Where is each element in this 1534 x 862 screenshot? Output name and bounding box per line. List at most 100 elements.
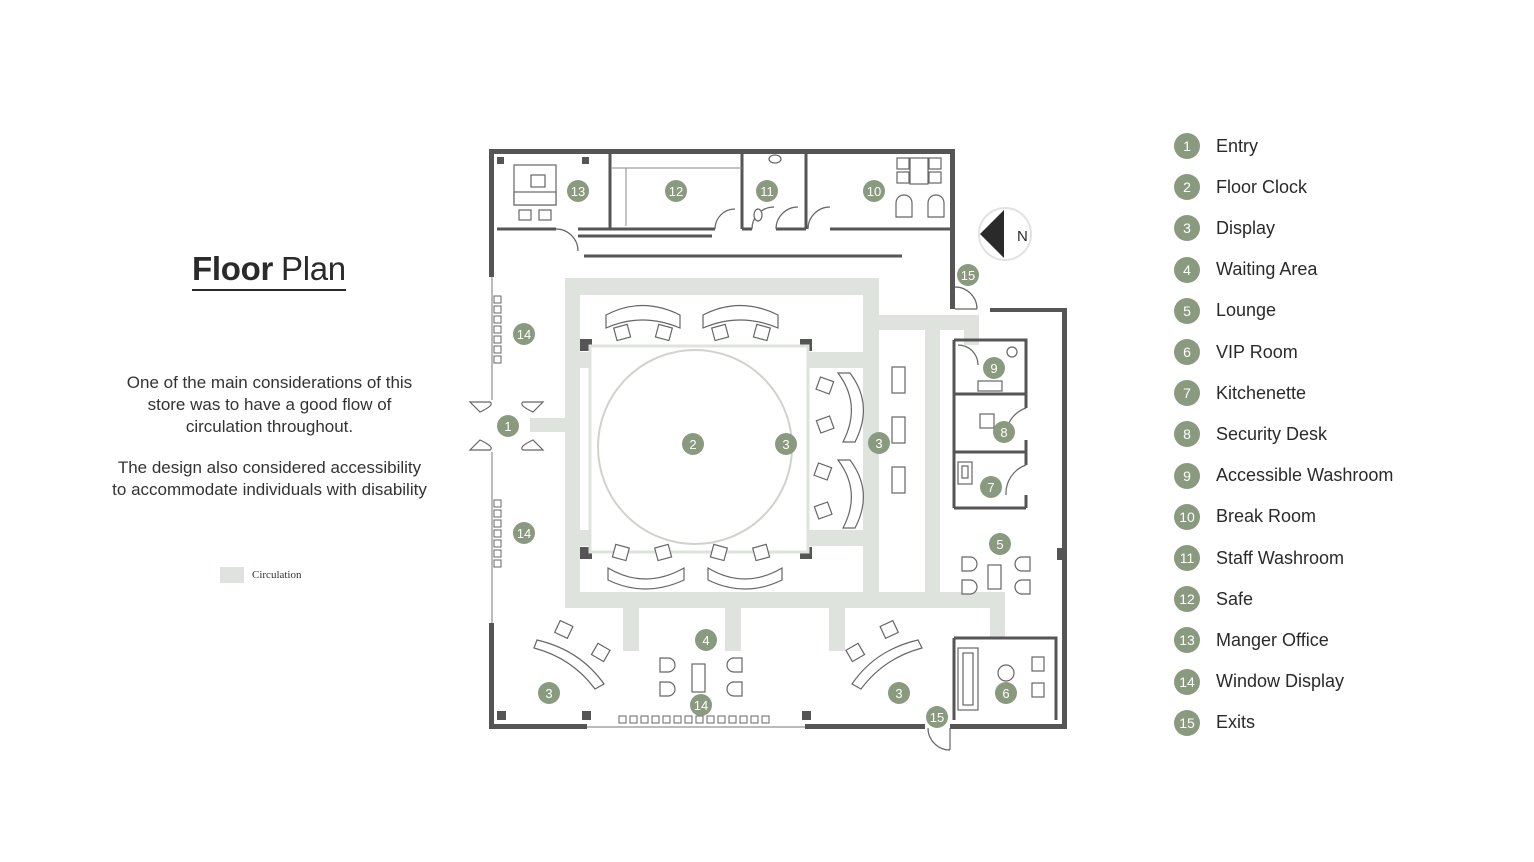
- plan-marker: 3: [538, 682, 560, 704]
- plan-marker-number: 4: [702, 633, 709, 648]
- description-paragraph-2: The design also considered accessibility…: [112, 458, 427, 499]
- legend-label: Manger Office: [1216, 629, 1329, 650]
- legend-label: Entry: [1216, 135, 1259, 156]
- plan-marker-badge: [690, 694, 712, 716]
- furniture: [513, 154, 1045, 711]
- plan-marker-number: 9: [990, 361, 997, 376]
- legend-number-badge: 8: [1174, 421, 1200, 448]
- description-paragraph-1: One of the main considerations of this s…: [126, 373, 413, 436]
- legend-label: Accessible Washroom: [1216, 465, 1394, 486]
- plan-marker-number: 14: [517, 327, 531, 342]
- legend-number-badge: 12: [1174, 586, 1200, 613]
- legend-item: 1 Entry: [1174, 133, 1258, 159]
- plan-marker: 7: [980, 476, 1002, 498]
- plan-marker-number: 8: [1000, 425, 1007, 440]
- legend-item: 12 Safe: [1174, 586, 1254, 613]
- legend-label: Safe: [1216, 588, 1254, 609]
- legend-item: 14 Window Display: [1174, 668, 1345, 695]
- plan-marker-badge: [983, 357, 1005, 379]
- plan-marker: 2: [682, 433, 704, 455]
- plan-marker-badge: [682, 433, 704, 455]
- plan-marker-badge: [993, 421, 1015, 443]
- legend-number-badge: 2: [1174, 174, 1200, 201]
- legend-number-badge: 13: [1174, 627, 1200, 654]
- legend-label: Window Display: [1216, 671, 1345, 692]
- plan-marker-number: 7: [987, 480, 994, 495]
- plan-marker-badge: [775, 433, 797, 455]
- title-light: Plan: [280, 250, 346, 287]
- legend-label: Break Room: [1216, 506, 1317, 527]
- plan-marker-badge: [538, 682, 560, 704]
- north-compass-icon: N: [978, 207, 1032, 261]
- legend-number-badge: 9: [1174, 462, 1200, 489]
- legend-item: 5 Lounge: [1174, 297, 1277, 324]
- plan-marker: 13: [567, 180, 589, 202]
- plan-marker-number: 15: [930, 710, 944, 725]
- legend-number-badge: 4: [1174, 256, 1200, 283]
- legend-number-badge: 1: [1174, 133, 1200, 159]
- circulation-label: Circulation: [252, 569, 302, 581]
- legend-number-badge: 5: [1174, 297, 1200, 324]
- legend-item: 4 Waiting Area: [1174, 256, 1318, 283]
- plan-marker-badge: [995, 682, 1017, 704]
- plan-marker-number: 10: [867, 184, 881, 199]
- plan-marker-number: 3: [895, 686, 902, 701]
- circulation-swatch: [220, 567, 244, 583]
- entry-doors: [468, 401, 545, 451]
- plan-marker-number: 12: [669, 184, 683, 199]
- legend-label: Floor Clock: [1216, 176, 1308, 197]
- legend-label: Lounge: [1216, 300, 1277, 321]
- plan-marker: 3: [888, 682, 910, 704]
- legend-number-badge: 14: [1174, 668, 1200, 695]
- legend-label: Security Desk: [1216, 423, 1328, 444]
- plan-marker-badge: [756, 180, 778, 202]
- plan-marker: 4: [695, 629, 717, 651]
- plan-marker: 15: [926, 706, 948, 728]
- legend-item: 2 Floor Clock: [1174, 174, 1308, 201]
- plan-marker: 12: [665, 180, 687, 202]
- plan-marker: 6: [995, 682, 1017, 704]
- legend-label: Kitchenette: [1216, 382, 1307, 403]
- plan-marker-badge: [868, 432, 890, 454]
- plan-marker-badge: [513, 323, 535, 345]
- plan-marker-number: 14: [517, 526, 531, 541]
- plan-marker: 5: [989, 533, 1011, 555]
- legend-item: 8 Security Desk: [1174, 421, 1328, 448]
- plan-marker-badge: [863, 180, 885, 202]
- plan-marker-badge: [665, 180, 687, 202]
- legend-number-badge: 11: [1174, 545, 1200, 571]
- plan-marker: 14: [690, 694, 712, 716]
- legend-label: Waiting Area: [1216, 259, 1318, 280]
- plan-marker-number: 2: [689, 437, 696, 452]
- plan-marker-badge: [567, 180, 589, 202]
- plan-marker-number: 15: [961, 268, 975, 283]
- plan-marker-badge: [989, 533, 1011, 555]
- plan-marker-number: 6: [1002, 686, 1009, 701]
- plan-marker-number: 1: [504, 419, 511, 434]
- legend-number-badge: 15: [1174, 709, 1200, 736]
- legend-number-badge: 6: [1174, 339, 1200, 365]
- circulation-legend: Circulation: [220, 567, 302, 583]
- plan-marker: 1: [497, 415, 519, 437]
- legend-number-badge: 3: [1174, 215, 1200, 242]
- plan-marker: 14: [513, 522, 535, 544]
- plan-marker-number: 13: [571, 184, 585, 199]
- plan-marker: 9: [983, 357, 1005, 379]
- interior-walls: [497, 154, 1058, 720]
- title-bold: Floor: [192, 250, 273, 287]
- plan-marker-number: 11: [760, 184, 774, 199]
- plan-marker-number: 5: [996, 537, 1003, 552]
- plan-marker-badge: [513, 522, 535, 544]
- plan-marker: 3: [868, 432, 890, 454]
- plan-marker-badge: [888, 682, 910, 704]
- plan-marker: 11: [756, 180, 778, 202]
- plan-marker-badge: [980, 476, 1002, 498]
- legend-item: 13 Manger Office: [1174, 627, 1329, 654]
